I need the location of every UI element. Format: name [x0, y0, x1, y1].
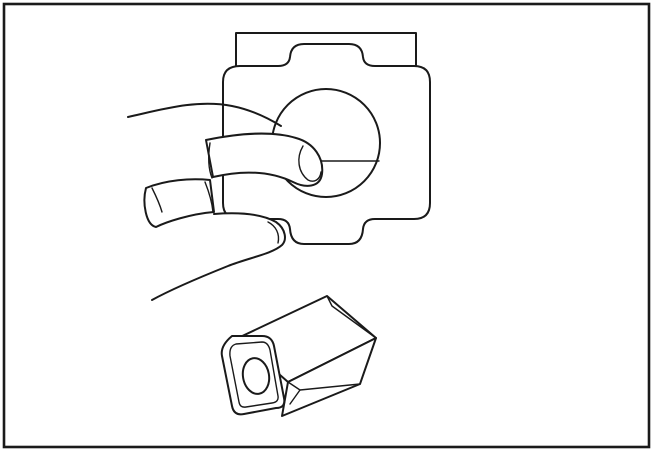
dust-bag-box-icon — [222, 296, 376, 416]
thumb — [152, 213, 285, 300]
middle-finger — [144, 179, 214, 227]
